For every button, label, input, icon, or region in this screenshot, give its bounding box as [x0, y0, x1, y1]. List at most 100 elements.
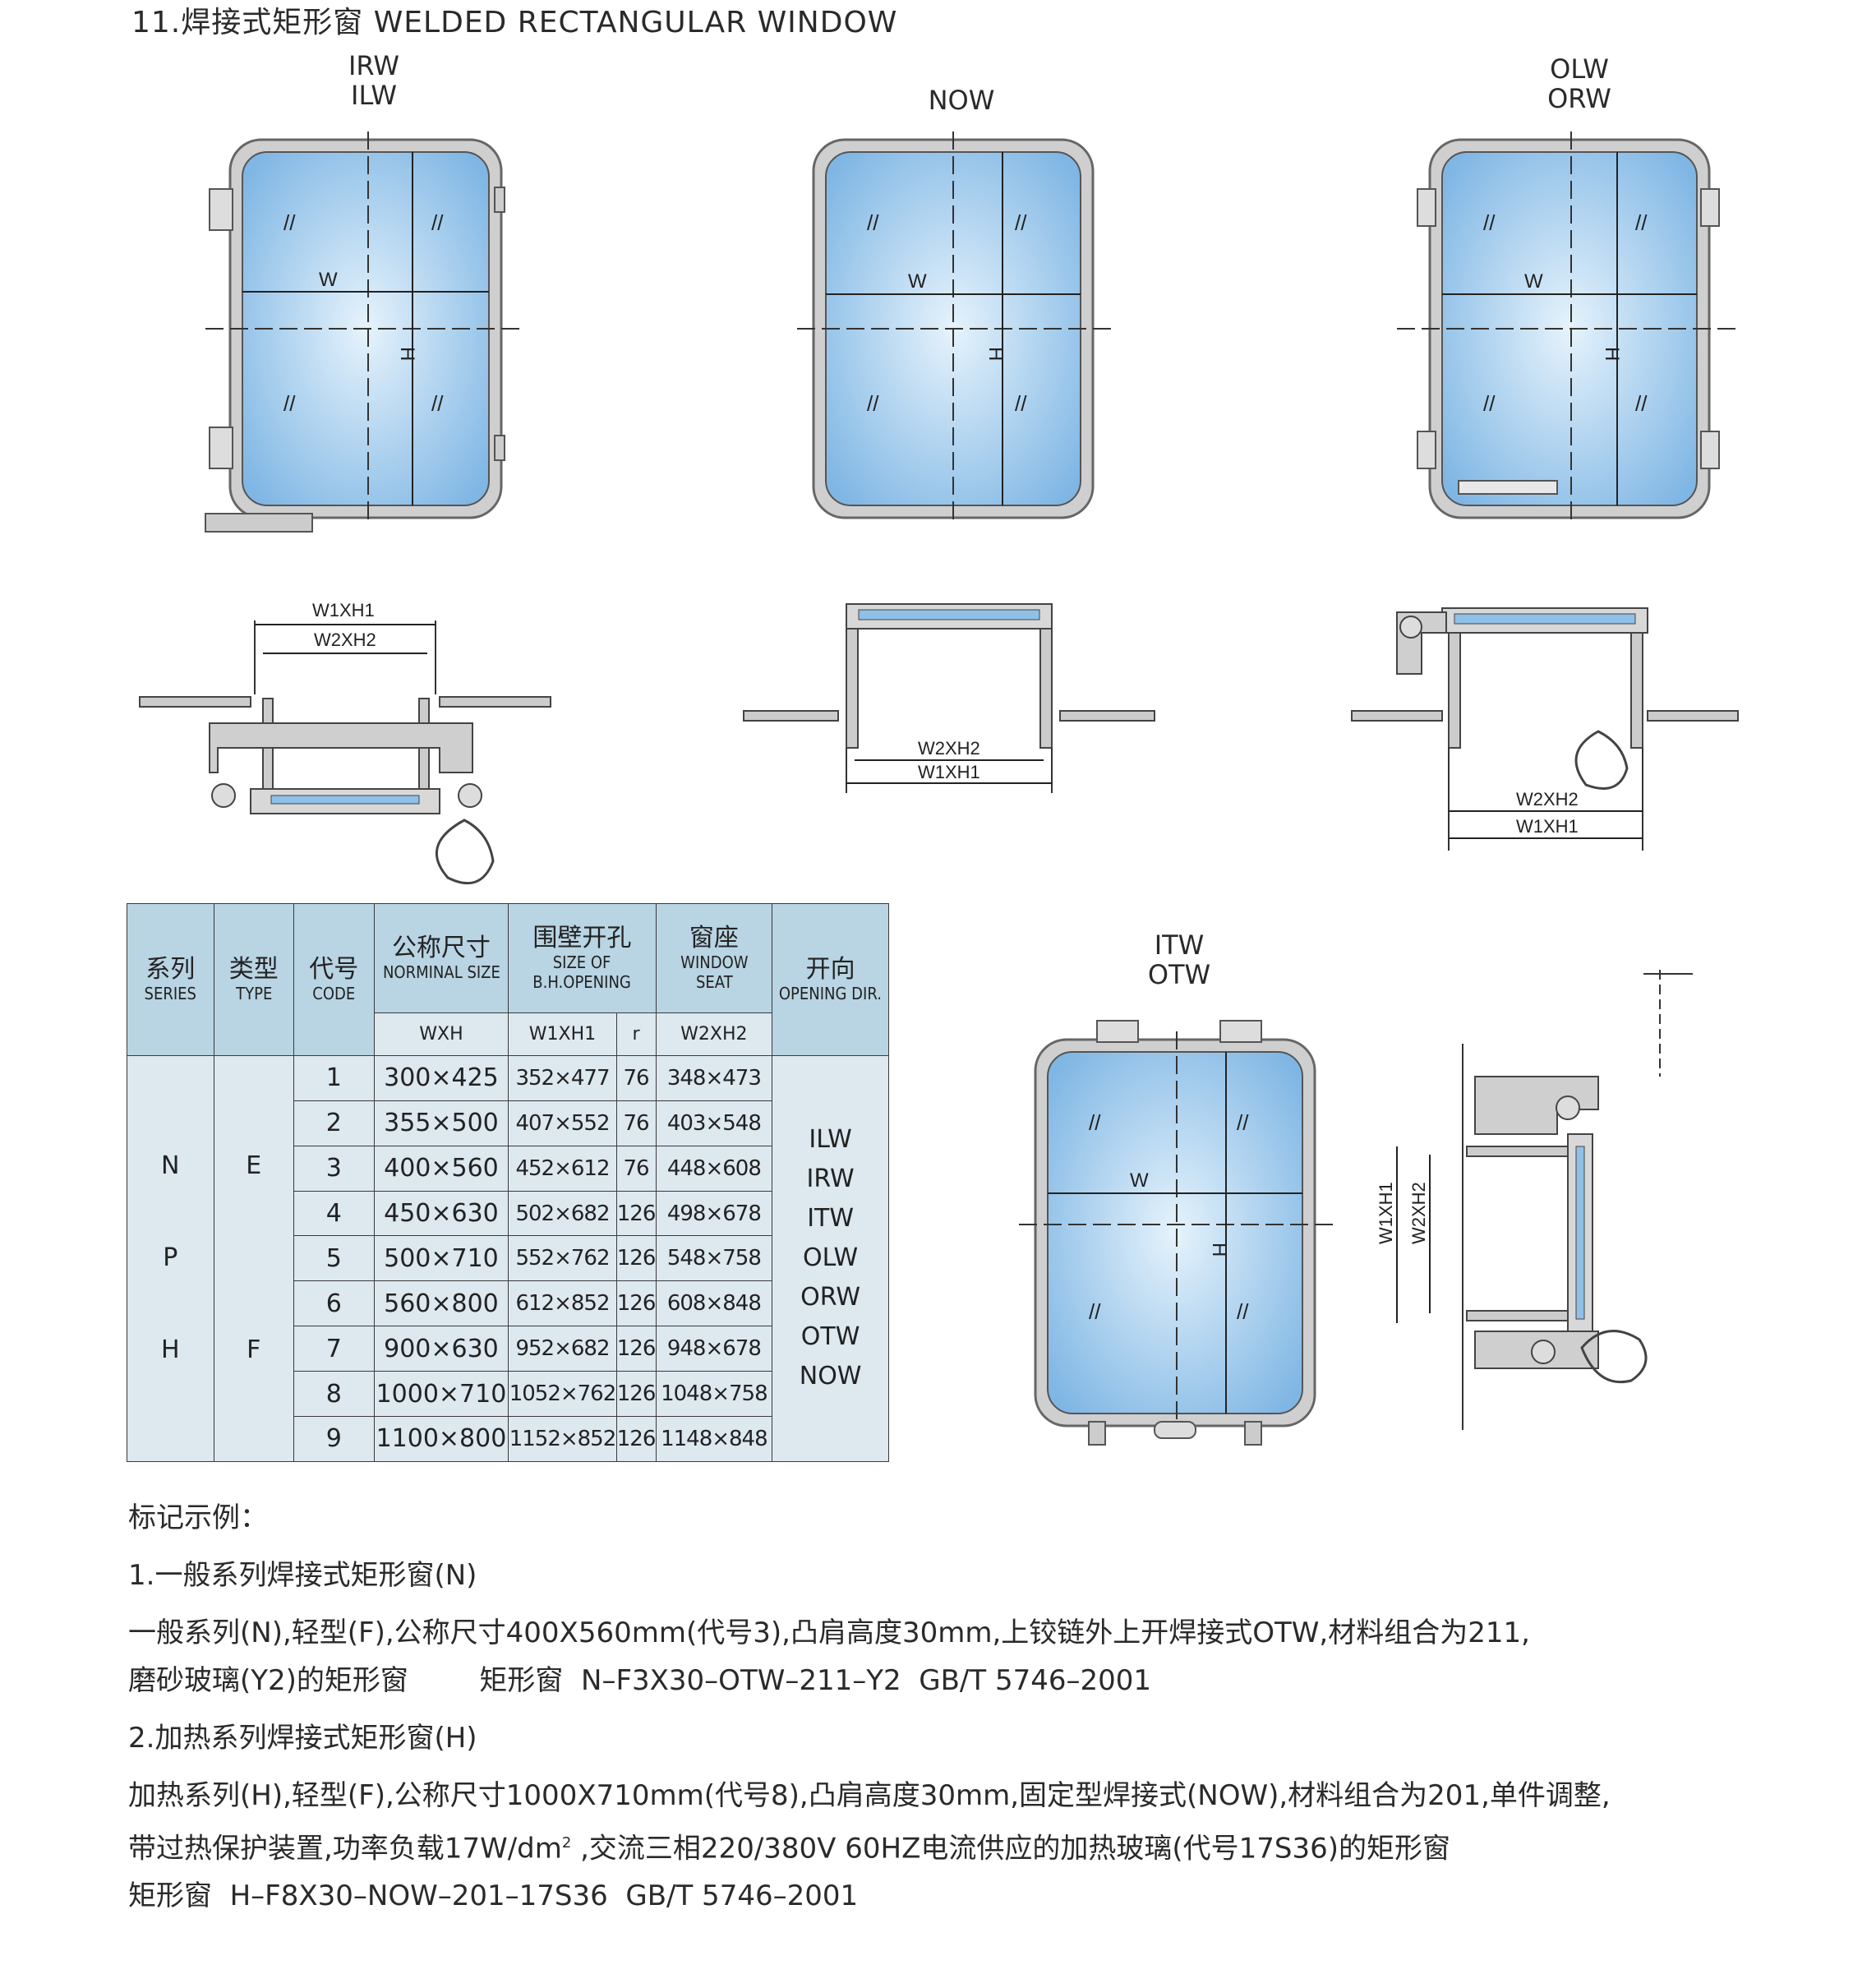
table-cell-w2h2: 608×848 [655, 1280, 773, 1327]
table-row: 3 400×560 452×612 76 448×608 [127, 1145, 889, 1192]
marking-examples: 标记示例： 1.一般系列焊接式矩形窗(N) 一般系列(N),轻型(F),公称尺寸… [128, 1494, 1854, 1920]
table-cell-wxh: 450×630 [373, 1190, 509, 1237]
notes-title: 标记示例： [128, 1501, 268, 1534]
svg-text://: // [1015, 391, 1027, 416]
section-view-4: W1XH1 W2XH2 [1376, 970, 1693, 1430]
dir-ilw: ILW [809, 1125, 852, 1155]
series-column: N P H [127, 1054, 214, 1463]
window1-w-label: W [319, 269, 338, 291]
type-column: E F [213, 1054, 295, 1463]
table-cell-wxh: 355×500 [373, 1100, 509, 1146]
table-cell-r: 126 [615, 1371, 657, 1417]
page-heading: 11.焊接式矩形窗 WELDED RECTANGULAR WINDOW [131, 6, 898, 39]
window2-label-line1: NOW [928, 85, 995, 116]
section4-w1xh1: W1XH1 [1376, 1182, 1396, 1244]
section1-w2xh2: W2XH2 [314, 630, 376, 650]
window1-label-line1: IRW [348, 50, 399, 81]
window3-front-view: W H // // // // [1397, 131, 1742, 526]
table-cell-r: 76 [615, 1145, 657, 1192]
table-cell-r: 76 [615, 1100, 657, 1146]
table-cell-r: 126 [615, 1235, 657, 1282]
svg-text://: // [1089, 1299, 1101, 1324]
series-p: P [163, 1243, 178, 1273]
section-view-1: W1XH1 W2XH2 [139, 600, 551, 885]
table-cell-wxh: 1000×710 [373, 1371, 509, 1417]
dir-otw: OTW [800, 1322, 860, 1352]
window3-h-label: H [1601, 347, 1623, 361]
svg-text://: // [283, 391, 296, 416]
section3-w1xh1: W1XH1 [1516, 816, 1579, 837]
subheader-r: r [615, 1012, 657, 1056]
table-cell-wxh: 560×800 [373, 1280, 509, 1327]
table-cell-code: 5 [293, 1235, 375, 1282]
table-cell-r: 126 [615, 1190, 657, 1237]
svg-text://: // [1635, 391, 1648, 416]
dir-itw: ITW [807, 1204, 855, 1234]
window1-label: IRW ILW [325, 51, 423, 110]
series-n: N [161, 1151, 180, 1181]
table-cell-code: 6 [293, 1280, 375, 1327]
svg-text://: // [867, 391, 879, 416]
table-cell-w2h2: 548×758 [655, 1235, 773, 1282]
series-h: H [160, 1335, 180, 1365]
subheader-w2xh2: W2XH2 [655, 1012, 773, 1056]
table-cell-r: 76 [615, 1054, 657, 1101]
window3-label-line1: OLW [1550, 53, 1609, 85]
table-cell-w2h2: 1148×848 [655, 1415, 773, 1463]
window4-front-view: W H // // // // [1019, 1020, 1339, 1446]
window2-label: NOW [912, 85, 1011, 115]
example2-line2-a: 带过热保护装置,功率负载17W/dm [128, 1832, 562, 1866]
table-row: 6 560×800 612×852 126 608×848 [127, 1280, 889, 1327]
window1-label-line2: ILW [351, 80, 397, 111]
window4-label-line1: ITW [1154, 929, 1205, 961]
window1-h-label: H [396, 347, 418, 361]
table-row: 9 1100×800 1152×852 126 1148×848 [127, 1415, 889, 1463]
section-view-3: W2XH2 W1XH1 [1351, 607, 1739, 851]
table-cell-w2h2: 448×608 [655, 1145, 773, 1192]
table-cell-wxh: 900×630 [373, 1326, 509, 1372]
table-cell-w1h1: 502×682 [508, 1190, 617, 1237]
svg-text://: // [1483, 391, 1496, 416]
window4-label-line2: OTW [1147, 959, 1211, 990]
example2-title: 2.加热系列焊接式矩形窗(H) [128, 1722, 477, 1755]
table-cell-w2h2: 348×473 [655, 1054, 773, 1101]
table-row: 5 500×710 552×762 126 548×758 [127, 1235, 889, 1282]
window2-h-label: H [984, 347, 1007, 361]
section3-w2xh2: W2XH2 [1516, 789, 1579, 809]
table-cell-wxh: 500×710 [373, 1235, 509, 1282]
window4-h-label: H [1208, 1243, 1230, 1257]
table-cell-w2h2: 403×548 [655, 1100, 773, 1146]
table-cell-code: 2 [293, 1100, 375, 1146]
window2-front-view: W H // // // // [797, 131, 1118, 526]
example2-line2: 带过热保护装置,功率负载17W/dm2 ,交流三相220/380V 60HZ电流… [128, 1819, 1854, 1872]
type-e: E [246, 1151, 262, 1181]
table-cell-w2h2: 948×678 [655, 1326, 773, 1372]
example1-title: 1.一般系列焊接式矩形窗(N) [128, 1559, 477, 1592]
table-cell-w1h1: 352×477 [508, 1054, 617, 1101]
subheader-wxh: WXH [373, 1012, 509, 1056]
svg-text://: // [1635, 210, 1648, 235]
example2-line3: 矩形窗 H–F8X30–NOW–201–17S36 GB/T 5746–2001 [128, 1879, 859, 1913]
svg-text://: // [867, 210, 879, 235]
section2-w2xh2: W2XH2 [918, 738, 980, 759]
table-cell-w1h1: 407×552 [508, 1100, 617, 1146]
table-cell-wxh: 300×425 [373, 1054, 509, 1101]
type-f: F [247, 1335, 261, 1365]
window3-w-label: W [1524, 270, 1543, 293]
table-cell-code: 1 [293, 1054, 375, 1101]
table-row: 8 1000×710 1052×762 126 1048×758 [127, 1371, 889, 1417]
window4-label: ITW OTW [1130, 930, 1228, 989]
table-cell-r: 126 [615, 1280, 657, 1327]
table-cell-w1h1: 952×682 [508, 1326, 617, 1372]
section1-w1xh1: W1XH1 [312, 600, 375, 620]
dir-now: NOW [799, 1362, 862, 1391]
section2-w1xh1: W1XH1 [918, 762, 980, 782]
table-cell-code: 7 [293, 1326, 375, 1372]
table-row: 4 450×630 502×682 126 498×678 [127, 1190, 889, 1237]
opening-direction-column: ILW IRW ITW OLW ORW OTW NOW [772, 1054, 889, 1463]
